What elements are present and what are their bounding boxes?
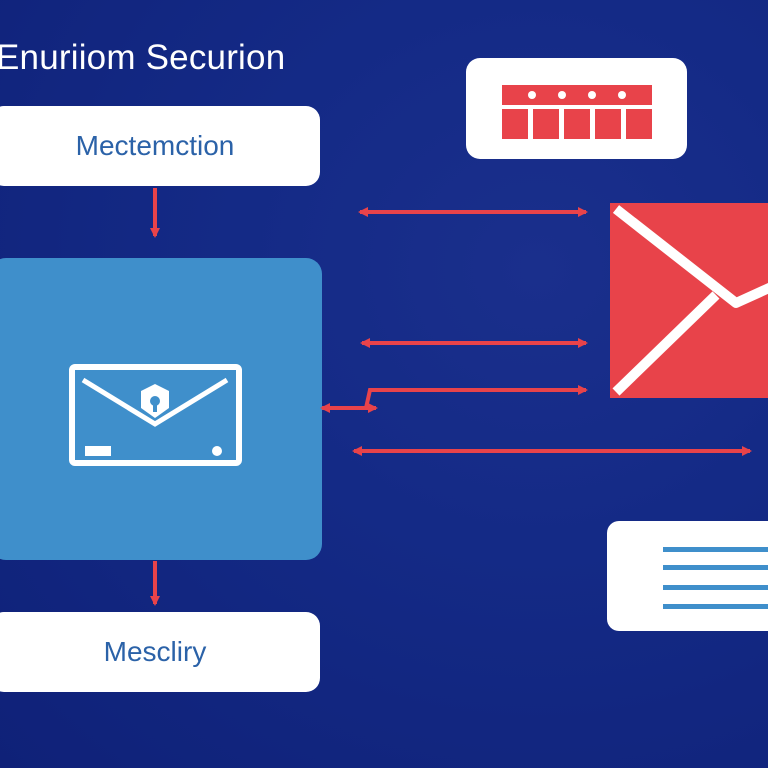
secure-mail-device-icon	[69, 364, 242, 466]
top-node-label: Mectemction	[75, 130, 235, 161]
document-card	[607, 521, 768, 631]
bottom-node-label: Mescliry	[103, 636, 207, 667]
diagram-title: Enuriiom Securion	[0, 38, 286, 77]
top-node: Mectemction	[0, 106, 320, 186]
calendar-card	[466, 58, 687, 159]
text-lines-icon	[663, 547, 768, 609]
calendar-icon	[502, 85, 652, 139]
bottom-node: Mescliry	[0, 612, 320, 692]
envelope-icon	[610, 203, 768, 398]
arrow-row-3	[364, 385, 588, 409]
